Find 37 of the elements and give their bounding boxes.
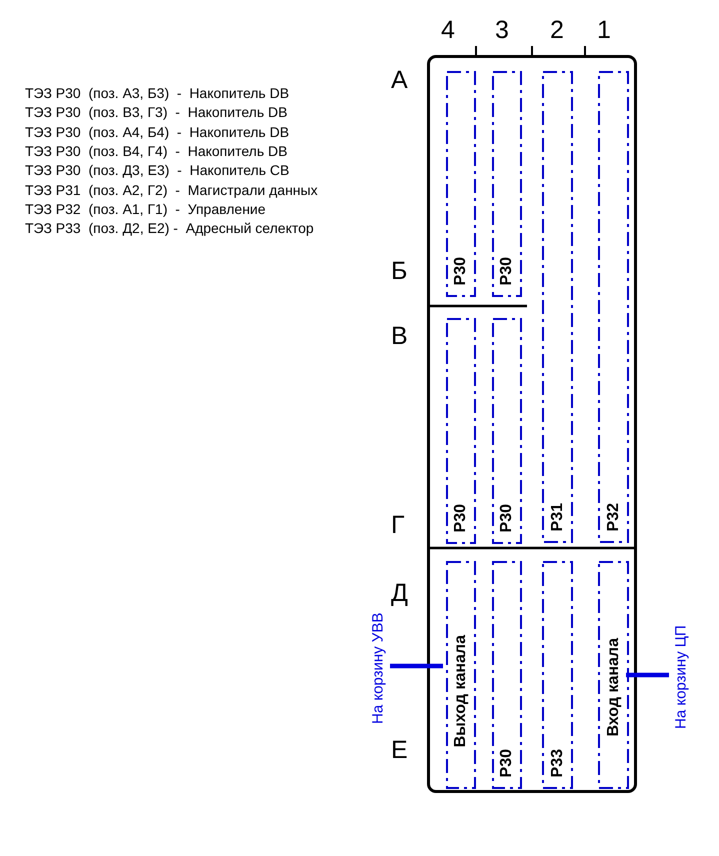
legend-text-line: ТЭЗ Р30 (поз. А3, Б3) - Накопитель DB	[25, 86, 290, 100]
cable-destination-label: На корзину УВВ	[368, 596, 388, 740]
card-label: P33	[550, 746, 566, 779]
legend-text-line: ТЭЗ Р30 (поз. В4, Г4) - Накопитель DB	[25, 144, 288, 158]
card-label: Выход канала	[453, 632, 469, 749]
column-number: 2	[550, 18, 564, 43]
legend-text-line: ТЭЗ Р30 (поз. В3, Г3) - Накопитель DB	[25, 105, 288, 120]
row-letter: Д	[391, 581, 408, 606]
card-slot	[446, 71, 476, 297]
card-slot	[542, 561, 573, 789]
column-number: 3	[495, 18, 509, 43]
row-letter: Г	[391, 513, 405, 538]
card-label: P31	[550, 500, 566, 533]
card-slot	[598, 561, 629, 789]
cable-destination-label: На корзину ЦП	[671, 618, 691, 736]
card-slot	[492, 561, 522, 789]
row-letter: Б	[391, 259, 408, 284]
row-letter: Е	[391, 738, 408, 763]
card-slot	[492, 318, 522, 544]
legend-text-line: ТЭЗ Р31 (поз. А2, Г2) - Магистрали данных	[25, 182, 318, 196]
column-number: 1	[597, 18, 611, 43]
legend-text-line: ТЭЗ Р32 (поз. А1, Г1) - Управление	[25, 202, 266, 216]
card-slot	[542, 71, 573, 543]
card-slot	[492, 71, 522, 297]
card-slot	[446, 318, 476, 544]
legend-text-line: ТЭЗ Р30 (поз. А4, Б4) - Накопитель DB	[25, 124, 290, 139]
row-letter: В	[391, 324, 408, 349]
cable-line	[626, 672, 669, 678]
legend-text-line: ТЭЗ Р30 (поз. Д3, Е3) - Накопитель СВ	[25, 163, 290, 178]
card-slot	[598, 71, 629, 543]
cable-line	[390, 664, 443, 668]
legend-text-line: ТЭЗ Р33 (поз. Д2, Е2) - Адресный селектор	[25, 221, 314, 236]
card-slot	[446, 561, 476, 789]
backplane-frame	[427, 55, 637, 793]
row-letter: А	[391, 68, 408, 93]
card-label: P32	[606, 500, 622, 533]
column-number: 4	[441, 18, 455, 43]
